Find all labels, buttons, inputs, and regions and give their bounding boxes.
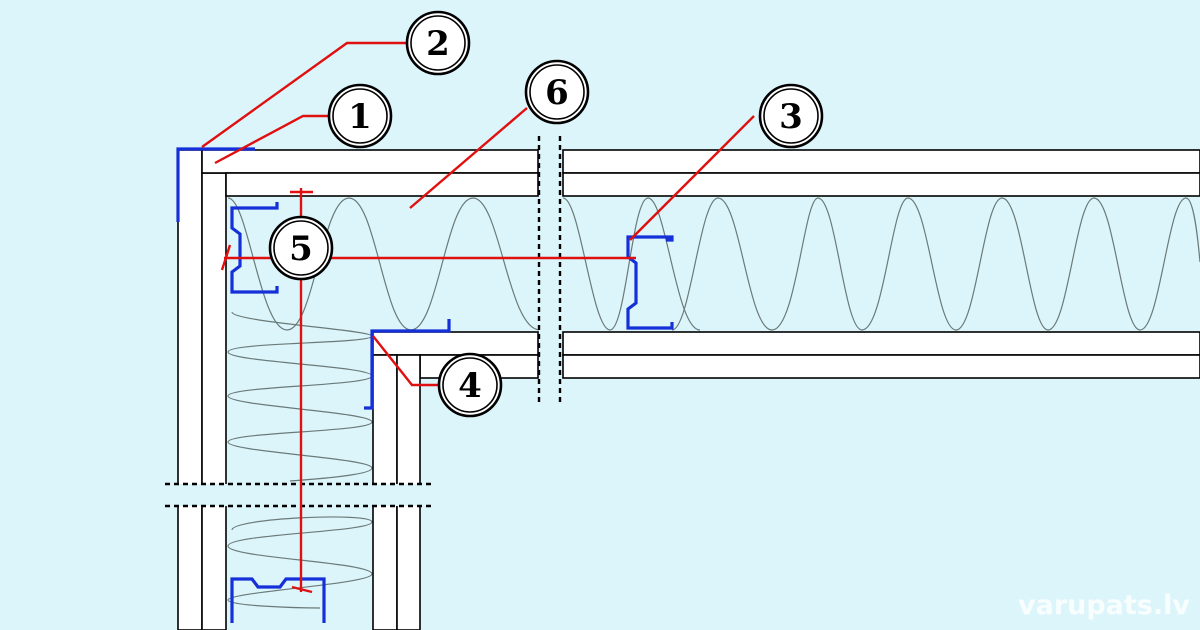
outer-wall-board-outer xyxy=(177,149,203,630)
leader-4 xyxy=(372,335,440,387)
inner-ceiling-board-bottom-right xyxy=(562,354,1200,379)
ceiling-break-gap xyxy=(539,136,562,402)
leader-3 xyxy=(629,115,755,241)
callout-4: 4 xyxy=(437,352,503,418)
floor-track-profile xyxy=(230,577,326,623)
wall-stud-profile xyxy=(230,202,279,294)
leader-1 xyxy=(214,114,330,165)
outer-ceiling-board-top-right xyxy=(562,149,1200,174)
dimension-vertical-tick-bottom xyxy=(291,585,313,594)
callout-1: 1 xyxy=(327,83,393,149)
callout-5: 5 xyxy=(268,215,334,281)
inner-ceiling-board-top-right xyxy=(562,331,1200,356)
profiles xyxy=(176,147,674,623)
outer-ceiling-board-bottom-right xyxy=(562,172,1200,197)
outer-wall-board-inner xyxy=(201,172,227,630)
ceiling-stud-profile xyxy=(626,235,674,330)
callout-2-label: 2 xyxy=(426,24,450,64)
callout-4-label: 4 xyxy=(458,366,482,406)
callout-6: 6 xyxy=(524,59,590,125)
outer-corner-profile xyxy=(176,147,255,222)
callout-3: 3 xyxy=(758,83,824,149)
callout-3-label: 3 xyxy=(779,97,803,137)
callout-2: 2 xyxy=(405,10,471,76)
leader-6 xyxy=(409,107,528,209)
callout-1-label: 1 xyxy=(348,97,372,137)
inner-ceiling-board-top-left xyxy=(372,331,539,356)
insulation-ceiling xyxy=(227,197,1200,331)
watermark: varupats.lv xyxy=(1018,590,1190,621)
boards xyxy=(177,149,1200,630)
dimension-horizontal-tick xyxy=(220,244,232,271)
callout-5-label: 5 xyxy=(289,229,313,269)
callout-6-label: 6 xyxy=(545,73,569,113)
outer-ceiling-board-top-left xyxy=(201,149,539,174)
outer-ceiling-board-bottom-left xyxy=(225,172,539,197)
leader-2 xyxy=(201,41,408,148)
inner-corner-profile xyxy=(364,319,451,410)
